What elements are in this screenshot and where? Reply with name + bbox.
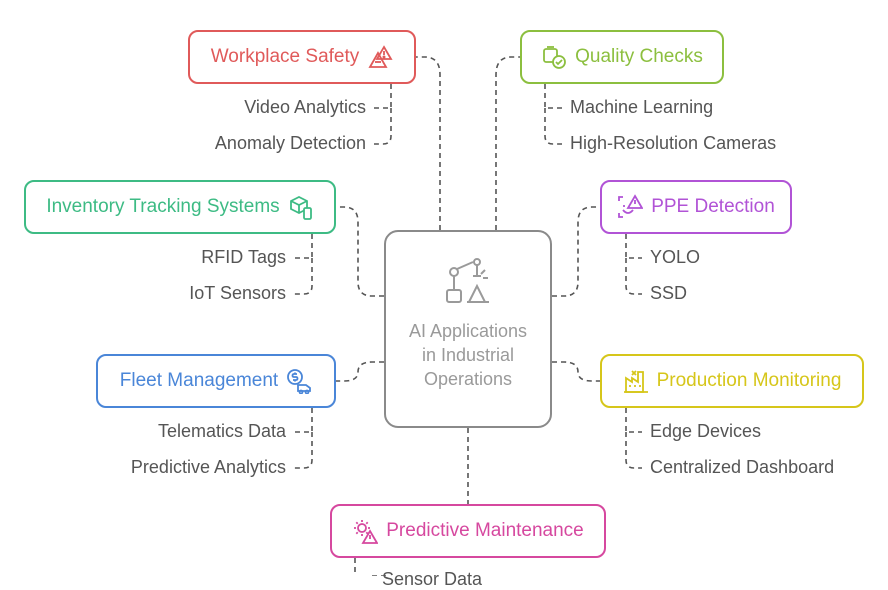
node-ppe-detection: PPE Detection (600, 180, 792, 234)
warning-triangle-icon (367, 44, 393, 70)
robot-arm-icon (443, 256, 493, 311)
sub-high-resolution-cameras: High-Resolution Cameras (570, 133, 777, 153)
sub-iot-sensors: IoT Sensors (189, 283, 286, 303)
node-label: Quality Checks (575, 46, 703, 67)
node-fleet-management: Fleet Management (96, 354, 336, 408)
node-label: Fleet Management (119, 370, 279, 391)
sub-rfid-tags: RFID Tags (201, 247, 286, 267)
sub-anomaly-detection: Anomaly Detection (214, 133, 366, 153)
sub-ssd: SSD (650, 283, 688, 303)
sub-yolo: YOLO (650, 247, 701, 267)
box-check-icon (541, 44, 567, 70)
sub-sensor-data: Sensor Data (382, 569, 483, 589)
sub-centralized-dashboard: Centralized Dashboard (650, 457, 835, 477)
sub-telematics-data: Telematics Data (157, 421, 286, 441)
diagram-canvas: AI Applications in Industrial Operations… (24, 30, 864, 589)
center-node: AI Applications in Industrial Operations (384, 230, 552, 428)
sub-machine-learning: Machine Learning (570, 97, 714, 117)
node-quality-checks: Quality Checks (520, 30, 724, 84)
sub-edge-devices: Edge Devices (650, 421, 762, 441)
sub-video-analytics: Video Analytics (244, 97, 366, 117)
node-inventory-tracking: Inventory Tracking Systems (24, 180, 336, 234)
factory-icon (623, 368, 649, 394)
sub-predictive-analytics: Predictive Analytics (130, 457, 286, 477)
node-label: Workplace Safety (210, 46, 360, 67)
connectors (294, 56, 642, 576)
node-label: Predictive Maintenance (386, 520, 584, 541)
face-alert-icon (617, 194, 644, 220)
node-label: Inventory Tracking Systems (46, 196, 280, 217)
cube-phone-icon (288, 194, 314, 220)
node-workplace-safety: Workplace Safety (188, 30, 416, 84)
gear-alert-icon (352, 518, 379, 544)
node-production-monitoring: Production Monitoring (600, 354, 864, 408)
node-predictive-maintenance: Predictive Maintenance (330, 504, 606, 558)
node-label: PPE Detection (651, 196, 775, 217)
truck-dollar-icon (286, 368, 312, 394)
center-title: AI Applications in Industrial Operations (408, 321, 528, 389)
node-label: Production Monitoring (656, 370, 842, 391)
